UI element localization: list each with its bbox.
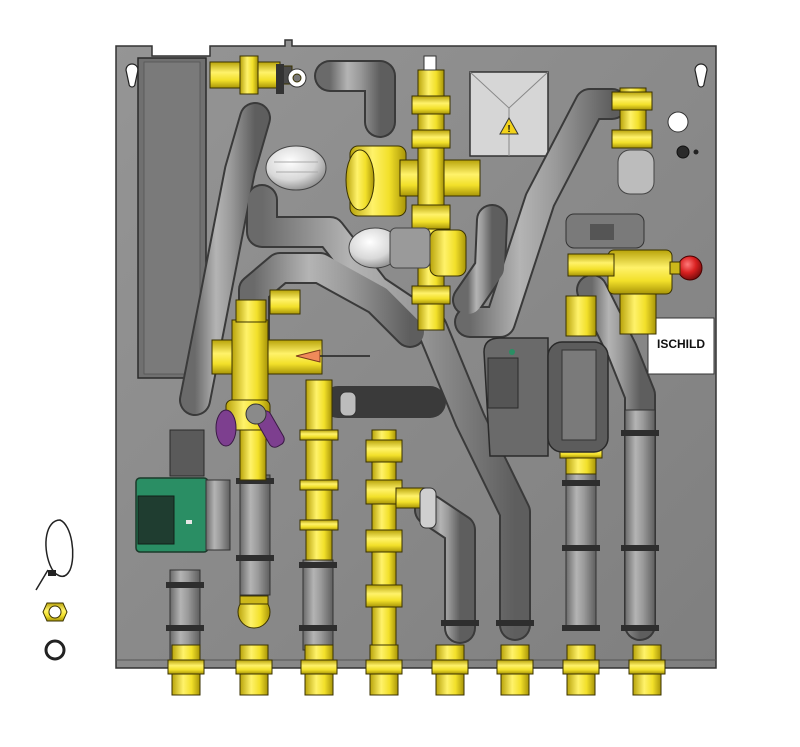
nameplate-text: ISCHILD [657,337,705,351]
warning-icon [499,116,519,135]
junction-box: ! [469,71,549,157]
air-separator [565,149,655,249]
drain-valves-purple [215,403,285,448]
cable-tie-loop-icon [35,519,74,591]
seal-ring-icon [44,639,66,661]
panel-hole [667,111,689,133]
circulation-pump-green [135,429,231,553]
svg-text:!: ! [507,124,510,135]
plate-heat-exchanger [137,57,207,379]
threaded-fitting-icon [42,602,68,622]
temperature-sensor [295,349,370,363]
safety-valve-red [669,255,703,281]
outlet-fittings [167,644,666,696]
outlet-pipes [166,409,659,661]
thermostatic-head [265,145,327,191]
pressure-fitting [276,64,437,529]
pipework [179,60,656,644]
manufacturer-nameplate: ISCHILD [647,317,715,375]
loose-accessories [35,519,74,661]
mounting-hole-right [694,63,708,88]
brass-valve-stacks [167,55,673,696]
motor-actuator-white [348,227,431,269]
panel-grommet [676,145,690,159]
circulation-pump-grey [483,337,609,457]
